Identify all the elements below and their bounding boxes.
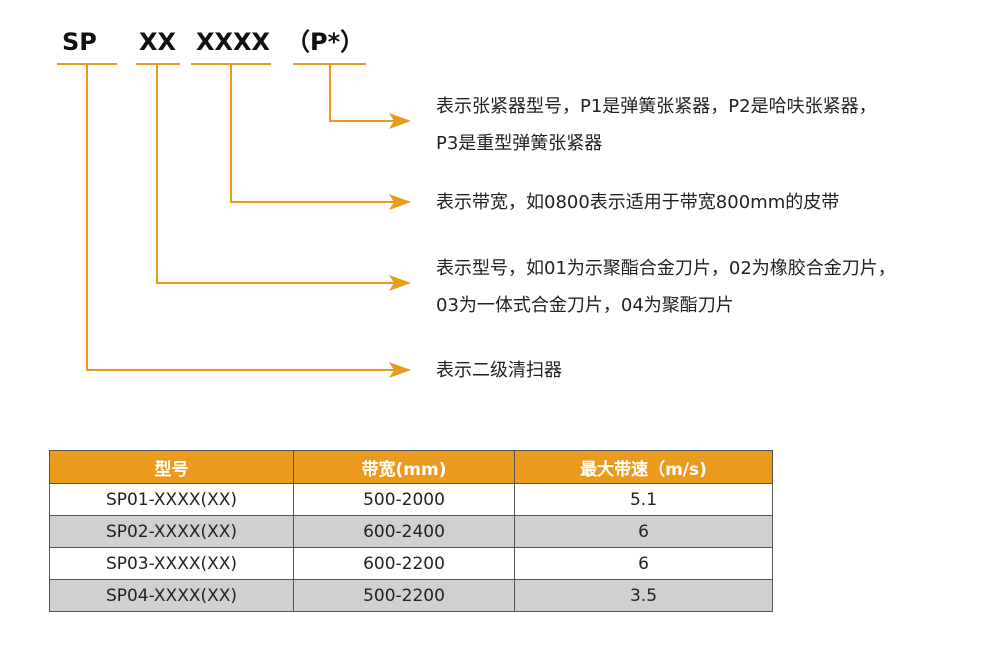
table-row: SP04-XXXX(XX) 500-2200 3.5 xyxy=(49,579,773,612)
code-diagram xyxy=(57,63,411,378)
arrow-xx xyxy=(389,275,411,291)
cell-belt-width: 500-2000 xyxy=(293,483,515,516)
table-row: SP02-XXXX(XX) 600-2400 6 xyxy=(49,515,773,548)
description-line: 表示张紧器型号，P1是弹簧张紧器，P2是哈呋张紧器， xyxy=(436,96,877,117)
description-cleaner: 表示二级清扫器 xyxy=(436,352,562,389)
arrow-p xyxy=(389,113,411,129)
arrow-xxxx xyxy=(389,194,411,210)
cell-max-speed: 6 xyxy=(514,547,773,580)
cell-belt-width: 600-2400 xyxy=(293,515,515,548)
connector-p xyxy=(329,64,395,122)
code-sp: SP xyxy=(62,28,97,56)
cell-belt-width: 500-2200 xyxy=(293,579,515,612)
header-belt-width: 带宽(mm) xyxy=(293,450,515,484)
table-row: SP01-XXXX(XX) 500-2000 5.1 xyxy=(49,483,773,516)
description-line: P3是重型弹簧张紧器 xyxy=(436,133,603,154)
table-row: SP03-XXXX(XX) 600-2200 6 xyxy=(49,547,773,580)
cell-model: SP01-XXXX(XX) xyxy=(49,483,294,516)
cell-belt-width: 600-2200 xyxy=(293,547,515,580)
description-line: 表示带宽，如0800表示适用于带宽800mm的皮带 xyxy=(436,192,840,213)
description-model: 表示型号，如01为示聚酯合金刀片，02为橡胶合金刀片， 03为一体式合金刀片，0… xyxy=(436,250,896,324)
connector-xx xyxy=(156,64,395,284)
description-line: 表示型号，如01为示聚酯合金刀片，02为橡胶合金刀片， xyxy=(436,258,896,279)
connector-sp xyxy=(86,64,395,371)
header-model: 型号 xyxy=(49,450,294,484)
description-tensioner: 表示张紧器型号，P1是弹簧张紧器，P2是哈呋张紧器， P3是重型弹簧张紧器 xyxy=(436,88,877,162)
cell-model: SP03-XXXX(XX) xyxy=(49,547,294,580)
cell-max-speed: 6 xyxy=(514,515,773,548)
cell-model: SP02-XXXX(XX) xyxy=(49,515,294,548)
spec-table: 型号 带宽(mm) 最大带速（m/s) SP01-XXXX(XX) 500-20… xyxy=(49,450,773,612)
table-header-row: 型号 带宽(mm) 最大带速（m/s) xyxy=(49,450,773,484)
code-p: （P*） xyxy=(286,28,365,56)
connector-xxxx xyxy=(230,64,395,203)
cell-max-speed: 5.1 xyxy=(514,483,773,516)
description-line: 表示二级清扫器 xyxy=(436,360,562,381)
arrow-sp xyxy=(389,362,411,378)
description-line: 03为一体式合金刀片，04为聚酯刀片 xyxy=(436,295,734,316)
code-xx: XX xyxy=(139,28,177,56)
header-max-speed: 最大带速（m/s) xyxy=(514,450,773,484)
description-belt-width: 表示带宽，如0800表示适用于带宽800mm的皮带 xyxy=(436,184,839,221)
cell-model: SP04-XXXX(XX) xyxy=(49,579,294,612)
cell-max-speed: 3.5 xyxy=(514,579,773,612)
code-xxxx: XXXX xyxy=(196,28,271,56)
